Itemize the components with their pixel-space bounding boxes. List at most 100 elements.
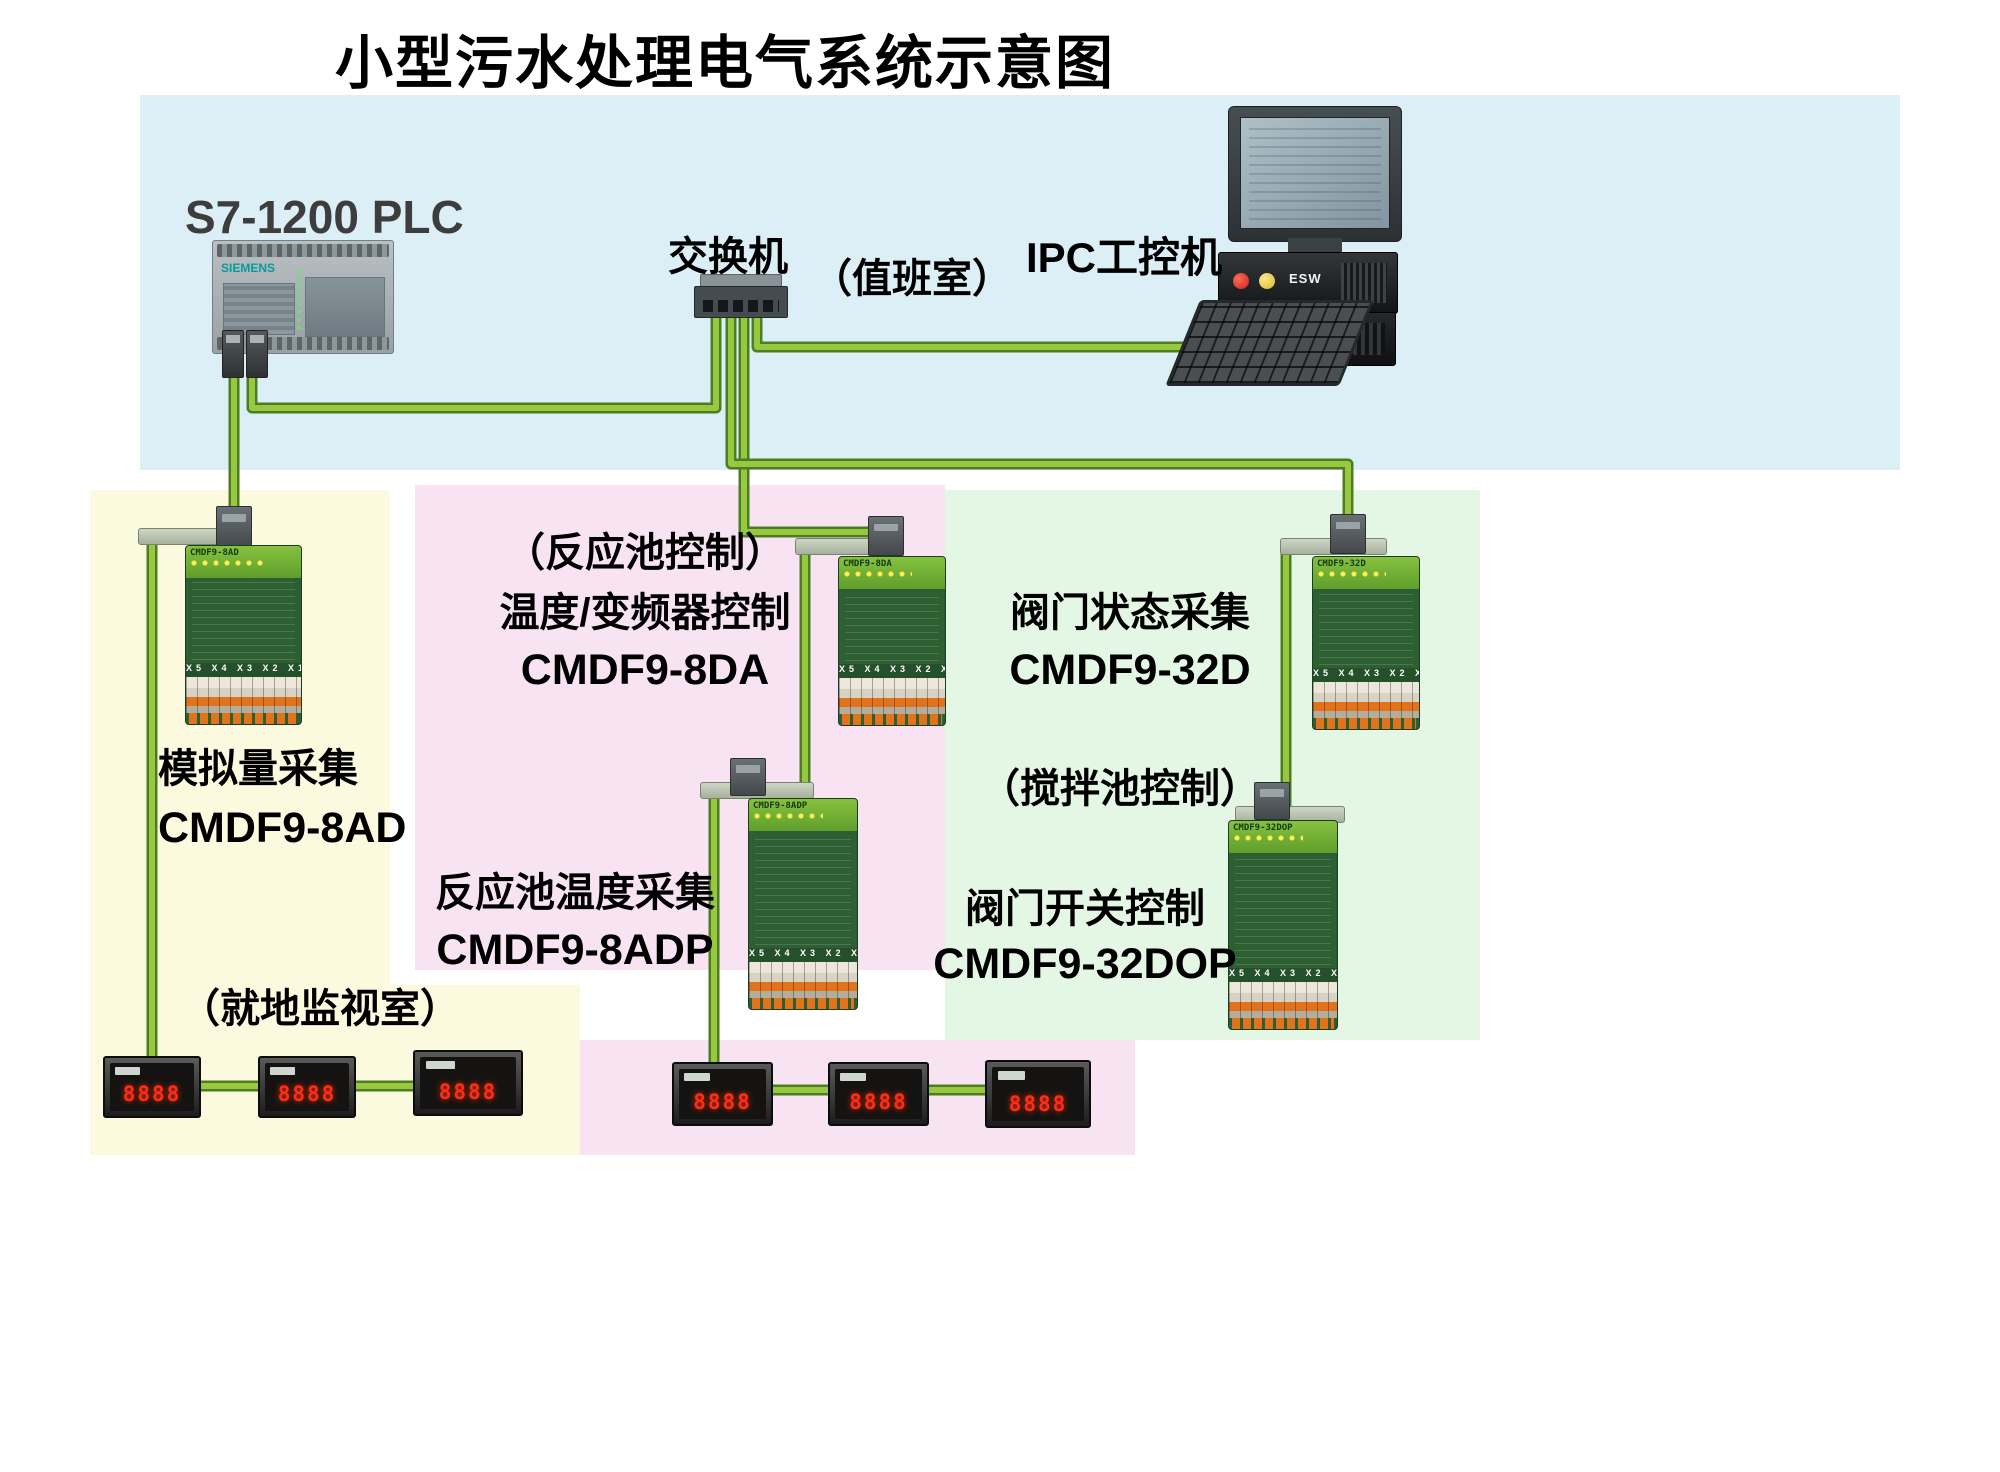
- power-button: [1259, 273, 1275, 289]
- ipc-label: IPC工控机: [1026, 234, 1223, 281]
- emergency-stop-button: [1233, 273, 1249, 289]
- monitor-screen: [1240, 117, 1390, 229]
- ethernet-switch-device: [694, 274, 788, 318]
- panel-meter-mid-1: 8888: [672, 1062, 773, 1126]
- plc-brand-text: SIEMENS: [221, 261, 276, 275]
- control-room-region: [140, 95, 1900, 470]
- module-wire-tips: [1232, 1018, 1334, 1029]
- monitor-stand: [1288, 238, 1342, 254]
- meter-label-tag: [840, 1073, 867, 1081]
- caption-local-monitor-room: （就地监视室）: [180, 987, 460, 1031]
- panel-meter-left-3: 8888: [413, 1050, 523, 1116]
- meter-digits: 8888: [693, 1090, 752, 1114]
- module-body: [845, 592, 939, 661]
- io-module-8da: CMDF9-8DA X5 X4 X3 X2 X1: [838, 556, 946, 726]
- chassis-vent-grill: [1341, 263, 1387, 303]
- caption-reaction-temp-acquisition: 反应池温度采集: [435, 871, 715, 915]
- meter-label-tag: [684, 1073, 711, 1081]
- duty-room-label: （值班室）: [812, 257, 1012, 301]
- cable-connector-8adp: [730, 758, 766, 796]
- meter-digits: 8888: [438, 1079, 498, 1104]
- panel-meter-left-2: 8888: [258, 1056, 356, 1118]
- caption-analog-model: CMDF9-8AD: [158, 804, 407, 852]
- module-wire-tips: [1316, 718, 1416, 729]
- diagram-title: 小型污水处理电气系统示意图: [334, 31, 1115, 96]
- module-header: CMDF9-8DA: [839, 557, 945, 589]
- plc-label: S7-1200 PLC: [185, 191, 464, 243]
- module-model-text: CMDF9-32DOP: [1233, 823, 1293, 833]
- caption-32dop-model: CMDF9-32DOP: [933, 940, 1237, 988]
- caption-temp-inverter-control: 温度/变频器控制: [499, 591, 791, 635]
- meter-digits: 8888: [1008, 1091, 1068, 1116]
- meter-label-tag: [115, 1066, 141, 1075]
- panel-meter-left-1: 8888: [103, 1056, 201, 1118]
- ipc-badge: ESW: [1289, 271, 1322, 286]
- module-leds: [843, 571, 912, 577]
- plc-cover-panel: [305, 277, 385, 337]
- caption-analog-acquisition: 模拟量采集: [158, 747, 358, 791]
- module-model-text: CMDF9-8AD: [190, 548, 239, 558]
- module-body: [755, 834, 851, 945]
- plc-status-leds: [297, 265, 301, 329]
- meter-label-tag: [425, 1061, 455, 1070]
- meter-digits: 8888: [849, 1090, 908, 1114]
- meter-face: 8888: [265, 1063, 349, 1111]
- caption-stirring-pool-control: （搅拌池控制）: [980, 767, 1260, 811]
- cable-connector-8da: [868, 516, 904, 556]
- panel-meter-mid-2: 8888: [828, 1062, 929, 1126]
- module-terminal-labels: X5 X4 X3 X2 X1: [186, 663, 301, 677]
- module-header: CMDF9-32DOP: [1229, 821, 1337, 853]
- module-wire-tips: [189, 713, 298, 724]
- plc-terminal-strip: [217, 244, 389, 257]
- meter-face: 8888: [835, 1069, 922, 1119]
- ipc-keyboard: [1165, 300, 1374, 386]
- meter-face: 8888: [420, 1057, 516, 1109]
- switch-port-panel: [694, 286, 788, 318]
- io-module-32d: CMDF9-32D X5 X4 X3 X2 X1: [1312, 556, 1420, 730]
- caption-8da-model: CMDF9-8DA: [520, 646, 770, 694]
- cable-connector-32dop: [1254, 782, 1290, 820]
- module-wire-tips: [842, 714, 942, 725]
- module-header: CMDF9-8ADP: [749, 799, 857, 831]
- plc-cable-connector: [246, 330, 268, 378]
- module-leds: [753, 813, 823, 819]
- plc-cable-connector: [222, 330, 244, 378]
- module-header: CMDF9-8AD: [186, 546, 301, 578]
- module-terminal-blocks: [749, 962, 857, 998]
- module-body: [1235, 856, 1331, 965]
- module-model-text: CMDF9-8ADP: [753, 801, 808, 811]
- module-terminal-labels: X5 X4 X3 X2 X1: [749, 948, 857, 962]
- module-header: CMDF9-32D: [1313, 557, 1419, 589]
- io-module-32dop: CMDF9-32DOP X5 X4 X3 X2 X1: [1228, 820, 1338, 1030]
- meter-digits: 8888: [277, 1082, 337, 1107]
- caption-32d-model: CMDF9-32D: [1009, 646, 1251, 694]
- module-body: [192, 581, 295, 660]
- switch-label: 交换机: [668, 235, 788, 279]
- plc-io-panel: [223, 283, 295, 335]
- ipc-monitor: [1228, 106, 1402, 242]
- module-terminal-blocks: [186, 677, 301, 713]
- io-module-8adp: CMDF9-8ADP X5 X4 X3 X2 X1: [748, 798, 858, 1010]
- module-wire-tips: [752, 998, 854, 1009]
- module-leds: [1317, 571, 1386, 577]
- meter-label-tag: [270, 1066, 296, 1075]
- module-terminal-labels: X5 X4 X3 X2 X1: [839, 664, 945, 678]
- meter-digits: 8888: [122, 1082, 182, 1107]
- meter-face: 8888: [679, 1069, 766, 1119]
- module-leds: [1233, 835, 1303, 841]
- module-terminal-labels: X5 X4 X3 X2 X1: [1313, 668, 1419, 682]
- meter-face: 8888: [992, 1067, 1084, 1121]
- module-terminal-blocks: [1313, 682, 1419, 718]
- module-terminal-blocks: [1229, 982, 1337, 1018]
- meter-face: 8888: [110, 1063, 194, 1111]
- module-model-text: CMDF9-32D: [1317, 559, 1366, 569]
- caption-valve-switch-control: 阀门开关控制: [965, 887, 1205, 931]
- module-terminal-labels: X5 X4 X3 X2 X1: [1229, 968, 1337, 982]
- panel-meter-mid-3: 8888: [985, 1060, 1091, 1128]
- io-module-8ad: CMDF9-8AD X5 X4 X3 X2 X1: [185, 545, 302, 725]
- caption-valve-status-acquisition: 阀门状态采集: [1010, 591, 1250, 635]
- module-terminal-blocks: [839, 678, 945, 714]
- caption-reaction-pool-control: （反应池控制）: [505, 531, 785, 575]
- meter-label-tag: [997, 1071, 1026, 1080]
